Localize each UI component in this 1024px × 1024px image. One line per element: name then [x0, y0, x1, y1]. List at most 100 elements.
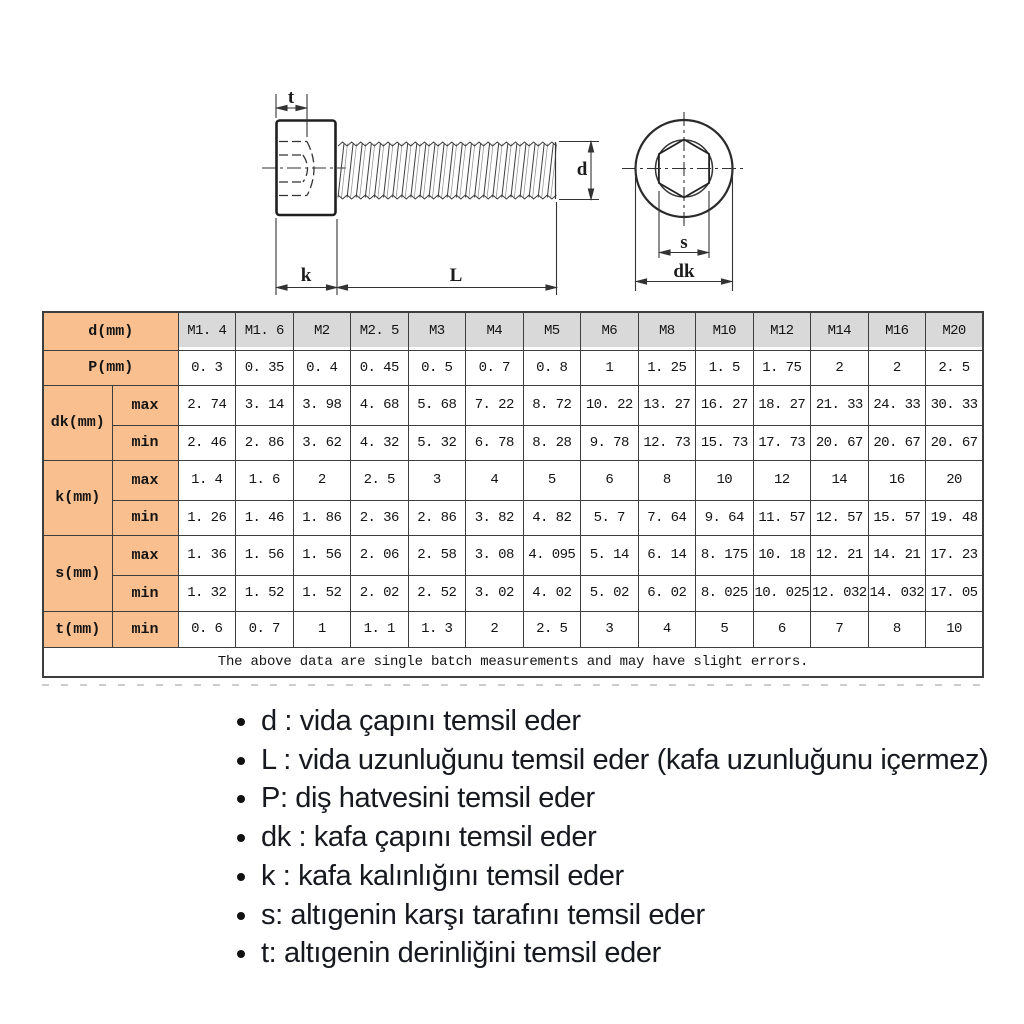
value-cell: 3. 98	[292, 384, 352, 426]
value-cell: 7	[810, 610, 869, 648]
legend-item: k : kafa kalınlığını temsil eder	[236, 857, 988, 896]
label-head-height: k	[301, 265, 312, 286]
value-cell: 4. 82	[522, 499, 582, 536]
value-cell: 0. 8	[522, 349, 582, 386]
size-header-cell: M1. 4	[177, 311, 237, 351]
value-cell: 5. 68	[407, 384, 467, 426]
value-cell: 4. 32	[350, 424, 409, 461]
row-label-cell: s(mm)	[42, 534, 113, 612]
value-cell: 16. 27	[695, 384, 754, 426]
value-cell: 1. 56	[292, 534, 352, 576]
legend-item: s: altıgenin karşı tarafını temsil eder	[236, 896, 988, 935]
arrowhead	[634, 278, 648, 285]
value-cell: 8	[867, 610, 927, 648]
value-cell: 12. 032	[810, 574, 869, 612]
value-cell: 1. 56	[235, 534, 294, 576]
value-cell: 1. 75	[752, 349, 812, 386]
socket-hidden-lines	[279, 140, 315, 197]
value-cell: 6. 14	[637, 534, 697, 576]
value-cell: 2. 5	[522, 610, 582, 648]
value-cell: 3	[580, 610, 639, 648]
sub-label-cell: max	[111, 384, 179, 426]
value-cell: 3. 08	[465, 534, 524, 576]
side-view	[262, 94, 599, 295]
value-cell: 20. 67	[925, 424, 984, 461]
arrowhead	[720, 278, 734, 285]
value-cell: 1	[292, 610, 352, 648]
value-cell: 1. 1	[350, 610, 409, 648]
value-cell: 2. 52	[407, 574, 467, 612]
size-header-cell: M8	[637, 311, 697, 351]
arrowhead	[587, 139, 595, 153]
value-cell: 18. 27	[752, 384, 812, 426]
technical-drawing: t k L d s dk	[262, 87, 746, 295]
value-cell: 1	[580, 349, 639, 386]
value-cell: 2. 02	[350, 574, 409, 612]
value-cell: 3. 62	[292, 424, 352, 461]
arrowhead	[545, 284, 559, 291]
value-cell: 21. 33	[810, 384, 869, 426]
value-cell: 1. 26	[177, 499, 237, 536]
value-cell: 12. 21	[810, 534, 869, 576]
value-cell: 0. 45	[350, 349, 409, 386]
value-cell: 12	[752, 459, 812, 501]
value-cell: 20. 67	[810, 424, 869, 461]
value-cell: 16	[867, 459, 927, 501]
value-cell: 10. 22	[580, 384, 639, 426]
value-cell: 2. 86	[407, 499, 467, 536]
size-header-cell: M2. 5	[350, 311, 409, 351]
value-cell: 3. 82	[465, 499, 524, 536]
row-label-cell: k(mm)	[42, 459, 113, 536]
value-cell: 10. 025	[752, 574, 812, 612]
dim-t	[274, 94, 309, 137]
size-header-cell: M20	[925, 311, 984, 351]
dim-s	[657, 191, 711, 258]
label-screw-length: L	[450, 265, 463, 286]
value-cell: 0. 5	[407, 349, 467, 386]
label-thread-diameter: d	[577, 159, 588, 180]
cropped-next-row-remnant	[42, 684, 982, 686]
arrowhead	[335, 284, 349, 291]
value-cell: 15. 57	[867, 499, 927, 536]
value-cell: 1. 52	[292, 574, 352, 612]
value-cell: 2	[292, 459, 352, 501]
value-cell: 9. 78	[580, 424, 639, 461]
value-cell: 17. 73	[752, 424, 812, 461]
value-cell: 3. 02	[465, 574, 524, 612]
value-cell: 1. 6	[235, 459, 294, 501]
value-cell: 0. 7	[465, 349, 524, 386]
value-cell: 17. 05	[925, 574, 984, 612]
size-header-cell: M10	[695, 311, 754, 351]
value-cell: 8. 28	[522, 424, 582, 461]
value-cell: 17. 23	[925, 534, 984, 576]
dim-dk	[634, 170, 734, 291]
arrowhead	[295, 104, 309, 112]
value-cell: 20. 67	[867, 424, 927, 461]
value-cell: 2. 46	[177, 424, 237, 461]
value-cell: 8. 72	[522, 384, 582, 426]
value-cell: 0. 35	[235, 349, 294, 386]
value-cell: 1. 86	[292, 499, 352, 536]
size-header-cell: M14	[810, 311, 869, 351]
value-cell: 2. 74	[177, 384, 237, 426]
arrowhead	[325, 284, 339, 291]
value-cell: 15. 73	[695, 424, 754, 461]
value-cell: 5. 14	[580, 534, 639, 576]
value-cell: 2	[867, 349, 927, 386]
value-cell: 24. 33	[867, 384, 927, 426]
value-cell: 6	[580, 459, 639, 501]
arrowhead	[697, 249, 711, 256]
sub-label-cell: max	[111, 459, 179, 501]
size-header-cell: M3	[407, 311, 467, 351]
size-header-cell: M16	[867, 311, 927, 351]
arrowhead	[274, 104, 288, 112]
value-cell: 1. 4	[177, 459, 237, 501]
size-header-cell: M5	[522, 311, 582, 351]
value-cell: 2. 06	[350, 534, 409, 576]
value-cell: 1. 36	[177, 534, 237, 576]
value-cell: 10	[925, 610, 984, 648]
